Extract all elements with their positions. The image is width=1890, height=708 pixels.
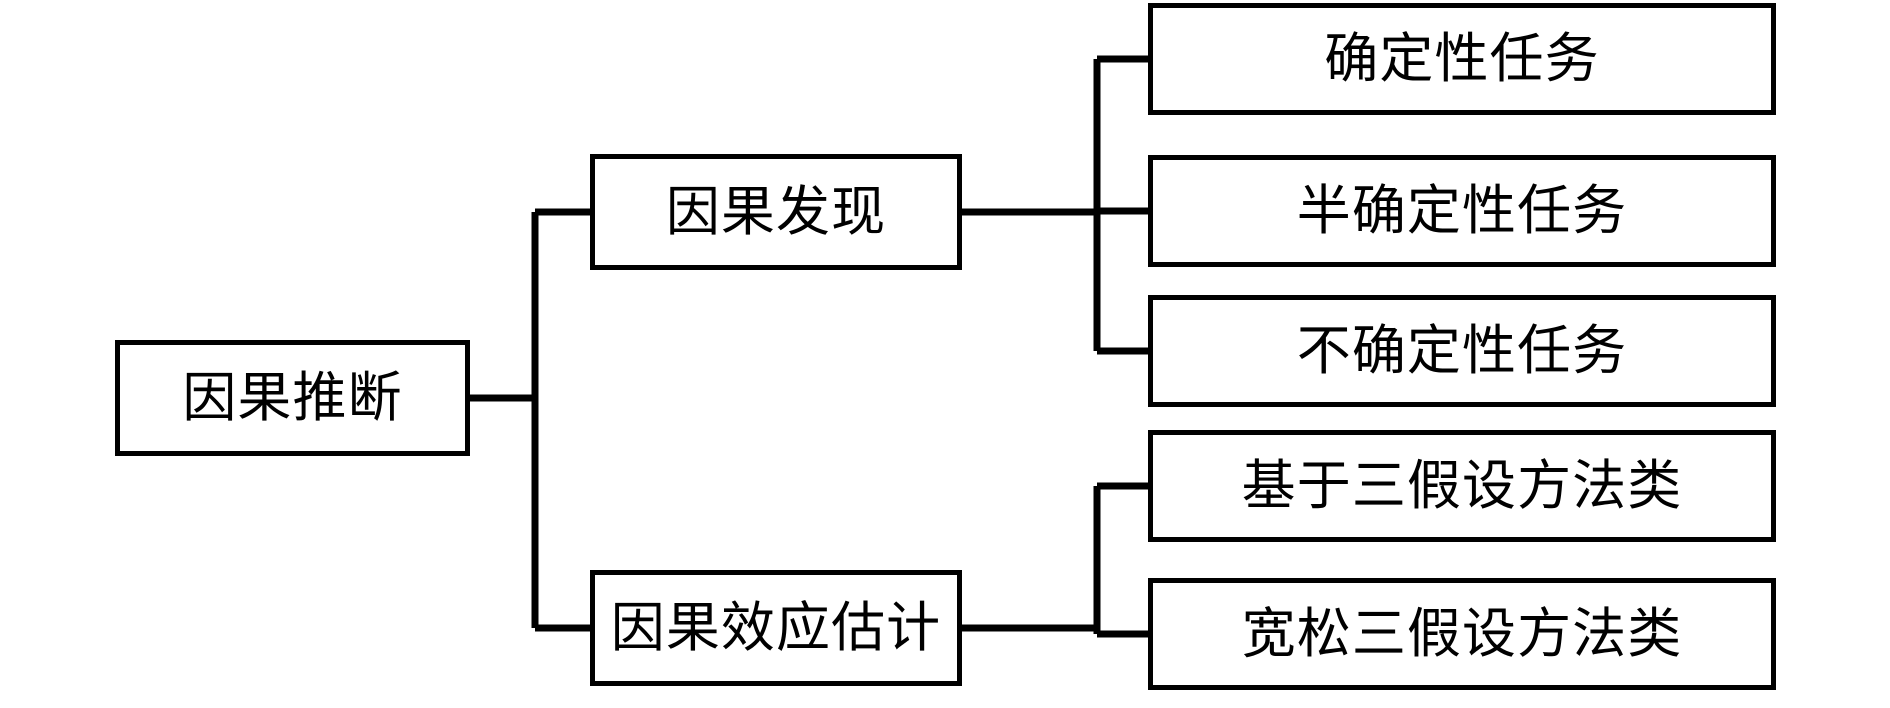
node-label: 宽松三假设方法类 xyxy=(1241,602,1683,665)
node-deterministic-task[interactable]: 确定性任务 xyxy=(1148,3,1776,115)
node-three-assumption-methods[interactable]: 基于三假设方法类 xyxy=(1148,430,1776,542)
node-label: 不确定性任务 xyxy=(1296,319,1628,382)
node-non-deterministic-task[interactable]: 不确定性任务 xyxy=(1148,295,1776,407)
node-label: 半确定性任务 xyxy=(1296,179,1628,242)
node-relaxed-three-assumption-methods[interactable]: 宽松三假设方法类 xyxy=(1148,578,1776,690)
node-label: 因果推断 xyxy=(182,366,403,429)
node-label: 基于三假设方法类 xyxy=(1241,454,1683,517)
node-causal-discovery[interactable]: 因果发现 xyxy=(590,154,962,270)
node-label: 因果发现 xyxy=(665,180,887,243)
node-semi-deterministic-task[interactable]: 半确定性任务 xyxy=(1148,155,1776,267)
node-label: 因果效应估计 xyxy=(610,596,942,659)
node-label: 确定性任务 xyxy=(1324,27,1600,90)
node-causal-inference[interactable]: 因果推断 xyxy=(115,340,470,456)
node-causal-effect-estimation[interactable]: 因果效应估计 xyxy=(590,570,962,686)
